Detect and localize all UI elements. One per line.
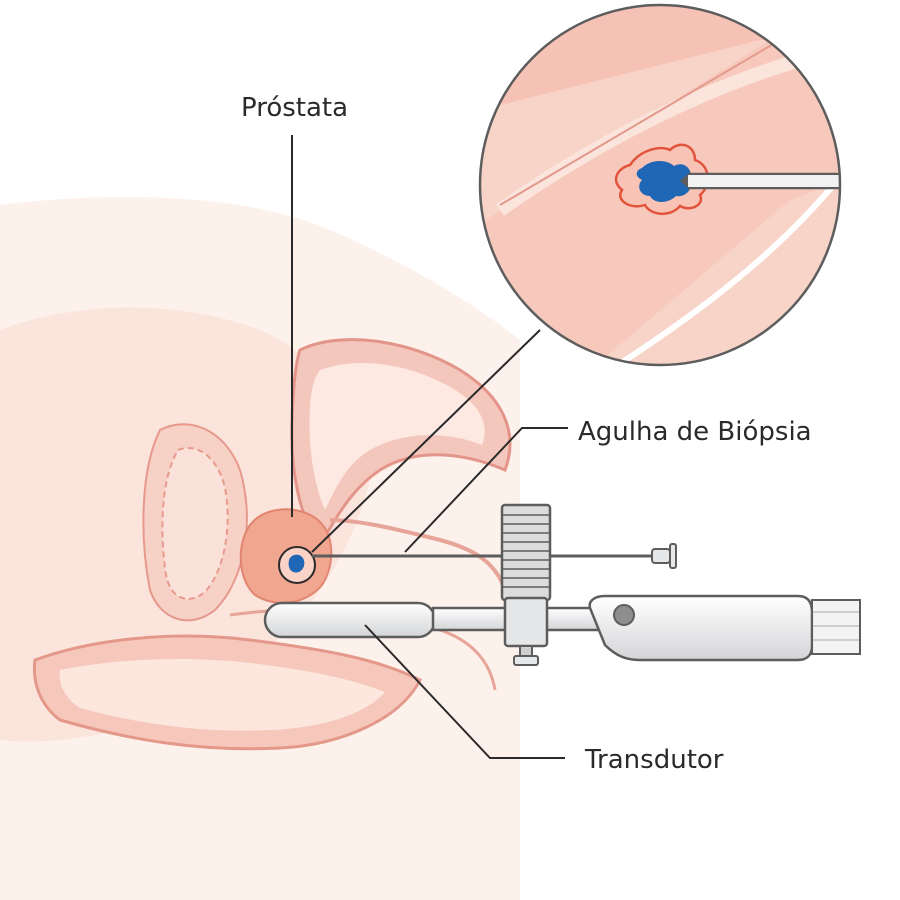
tumor-icon bbox=[288, 554, 305, 573]
needle-handle bbox=[651, 548, 671, 564]
prostate-label: Próstata bbox=[241, 93, 348, 123]
inset-highlight bbox=[495, 53, 803, 216]
prostate-gland bbox=[239, 508, 333, 604]
needle-guide-clamp bbox=[503, 596, 549, 648]
leader-lines bbox=[291, 135, 568, 759]
needle-leader bbox=[404, 427, 568, 553]
needle-guide-ridges bbox=[502, 514, 550, 588]
ultrasound-transducer bbox=[263, 503, 861, 666]
transducer-leader bbox=[364, 624, 565, 759]
bladder-inner bbox=[309, 362, 485, 510]
inset-tumor bbox=[636, 161, 691, 202]
needle-guide-grip bbox=[500, 503, 552, 602]
clamp-screw-head bbox=[513, 655, 539, 666]
biopsy-needle bbox=[312, 543, 677, 569]
transducer-probe bbox=[263, 601, 437, 639]
lower-buttock bbox=[40, 760, 510, 900]
pubic-bone-inner bbox=[161, 447, 229, 600]
inset-inner-line bbox=[499, 39, 781, 206]
zoom-connector bbox=[311, 329, 541, 553]
inset-capsule-line bbox=[608, 118, 840, 365]
urethra bbox=[329, 518, 507, 591]
rectum-inner bbox=[59, 659, 385, 731]
magnified-inset bbox=[478, 3, 842, 367]
transducer-cable-body bbox=[811, 599, 861, 655]
inset-border bbox=[478, 3, 842, 367]
transducer-button bbox=[613, 604, 635, 626]
needle-cap bbox=[669, 543, 677, 569]
transducer-label: Transdutor bbox=[584, 745, 724, 775]
biopsy-needle-label: Agulha de Biópsia bbox=[578, 417, 812, 447]
inset-needle bbox=[680, 172, 840, 190]
